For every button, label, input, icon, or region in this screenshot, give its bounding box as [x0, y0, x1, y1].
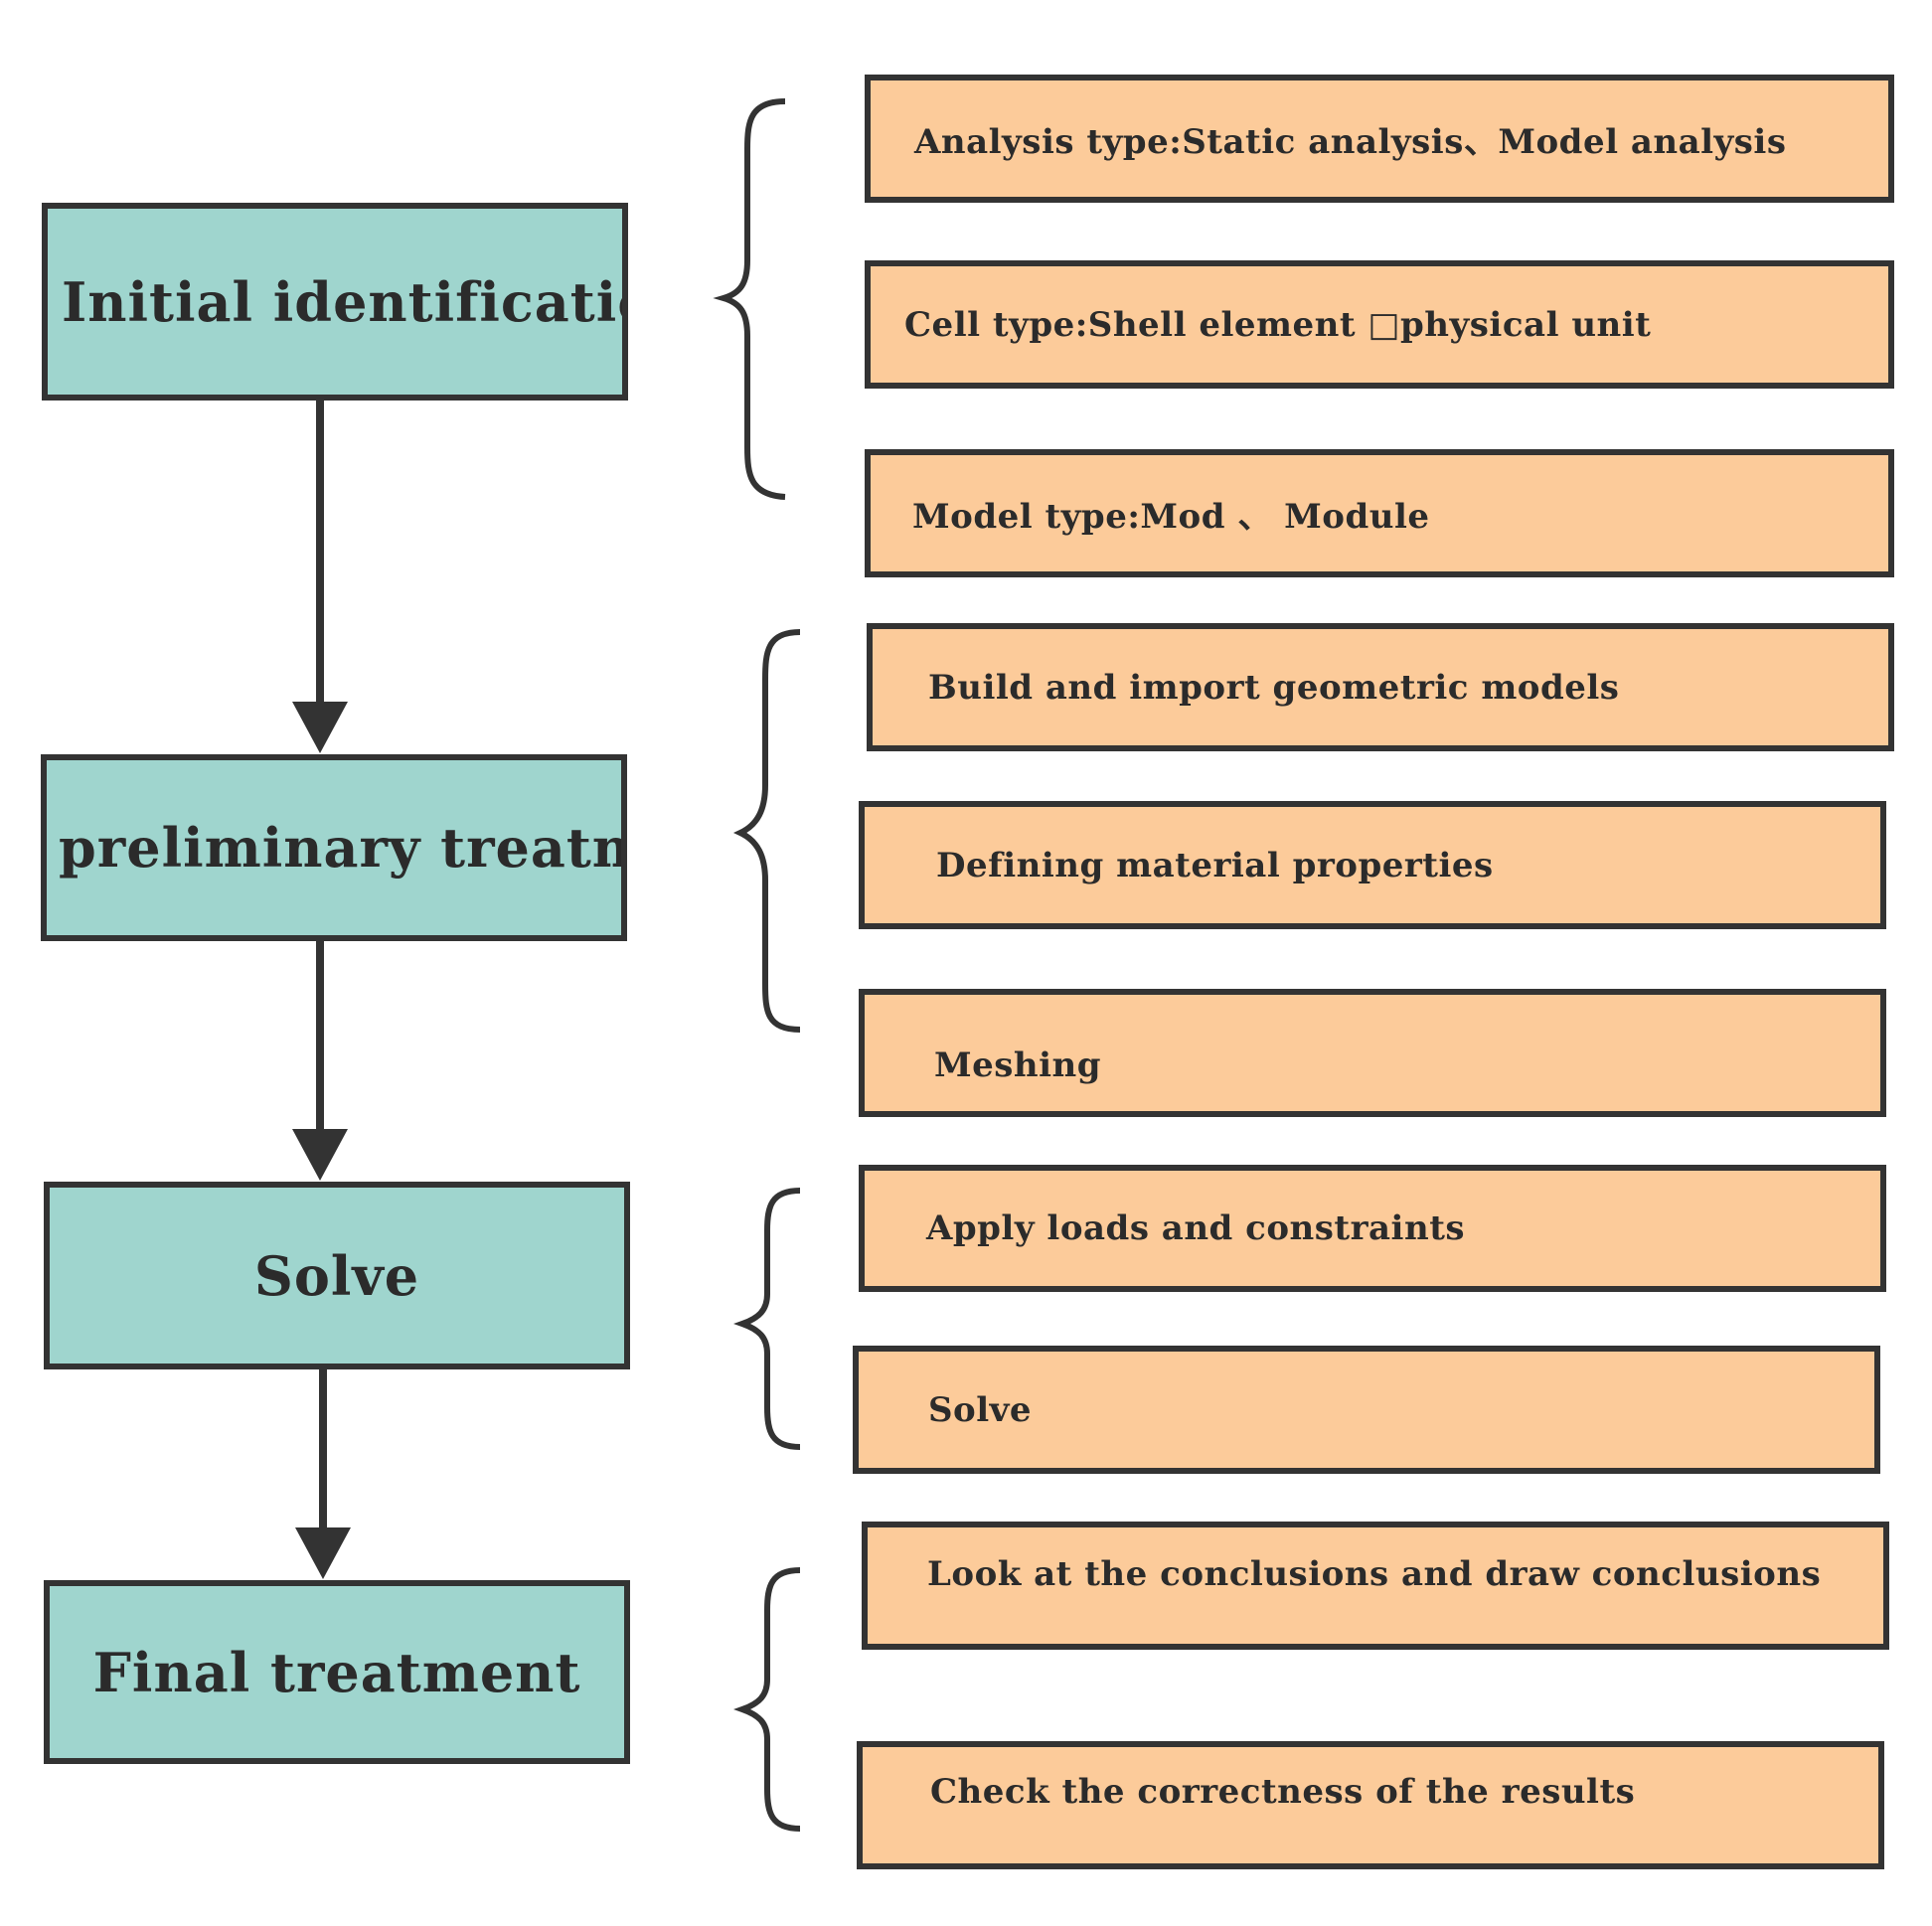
detail-box: Analysis type:Static analysis、Model anal…	[865, 75, 1894, 203]
stage-preliminary-treatment: preliminary treatment	[41, 754, 627, 941]
detail-text: Build and import geometric models	[928, 667, 1620, 708]
stage-label: Final treatment	[92, 1640, 581, 1704]
detail-text: Apply loads and constraints	[926, 1208, 1466, 1248]
arrowhead-3-4	[295, 1527, 351, 1579]
stage-initial-identification: Initial identification	[42, 203, 628, 401]
stage-label: preliminary treatment	[59, 816, 621, 880]
arrowhead-2-3	[292, 1129, 348, 1181]
detail-box: Check the correctness of the results	[857, 1741, 1884, 1869]
detail-box: Apply loads and constraints	[859, 1165, 1886, 1292]
stage-label: Initial identification	[62, 269, 622, 334]
detail-box: Solve	[853, 1346, 1880, 1474]
detail-box: Build and import geometric models	[867, 623, 1894, 751]
detail-box: Look at the conclusions and draw conclus…	[862, 1522, 1889, 1650]
detail-text: Solve	[928, 1389, 1033, 1430]
stage-final-treatment: Final treatment	[44, 1580, 630, 1764]
detail-text: Check the correctness of the results	[930, 1771, 1636, 1812]
detail-text: Meshing	[934, 1044, 1102, 1085]
brace-preliminary-treatment	[732, 629, 801, 1033]
stage-label: Solve	[253, 1243, 420, 1308]
detail-box: Defining material properties	[859, 801, 1886, 929]
brace-initial-identification	[713, 98, 786, 500]
detail-box: Cell type:Shell element □physical unit	[865, 260, 1894, 389]
detail-box: Meshing	[859, 989, 1886, 1117]
detail-box: Model type:Mod 、 Module	[865, 449, 1894, 577]
brace-solve	[732, 1188, 801, 1450]
detail-text: Model type:Mod 、 Module	[912, 497, 1430, 537]
detail-text: Cell type:Shell element □physical unit	[904, 304, 1652, 345]
detail-text: Defining material properties	[936, 845, 1494, 885]
detail-text: Look at the conclusions and draw conclus…	[927, 1553, 1822, 1594]
stage-solve: Solve	[44, 1182, 630, 1369]
detail-text: Analysis type:Static analysis、Model anal…	[914, 122, 1787, 162]
arrowhead-1-2	[292, 702, 348, 753]
brace-final-treatment	[732, 1567, 801, 1832]
